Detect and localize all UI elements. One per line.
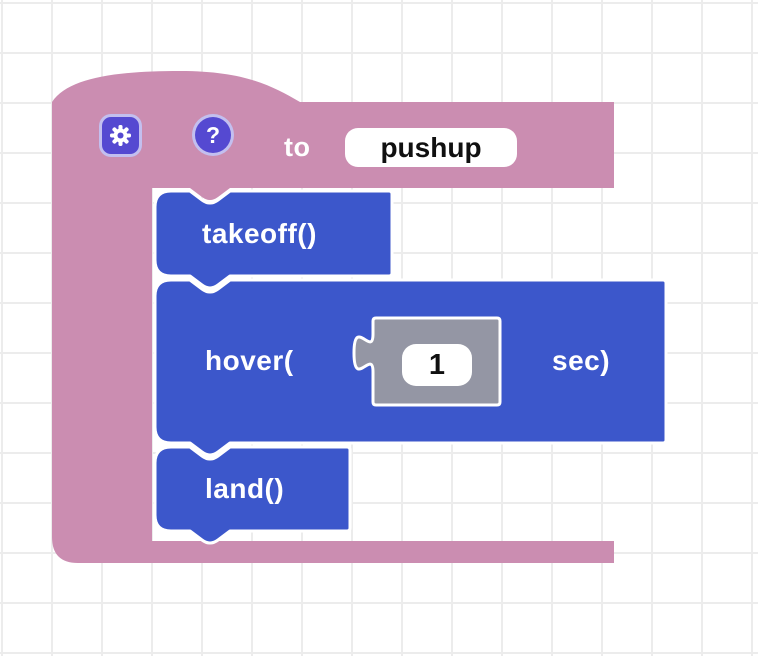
takeoff-label: takeoff() [202,218,317,249]
land-label: land() [205,473,285,504]
takeoff-block[interactable] [153,189,394,290]
sec-close-label: sec) [552,345,611,376]
help-button[interactable]: ? [192,114,234,156]
gear-icon [109,124,132,147]
settings-button[interactable] [99,114,142,157]
hover-label: hover( [205,345,294,376]
to-keyword-label: to [284,131,311,162]
question-icon: ? [205,121,221,148]
land-block[interactable] [153,445,352,545]
function-name-field[interactable] [345,128,517,167]
hover-seconds-field[interactable] [402,344,472,386]
